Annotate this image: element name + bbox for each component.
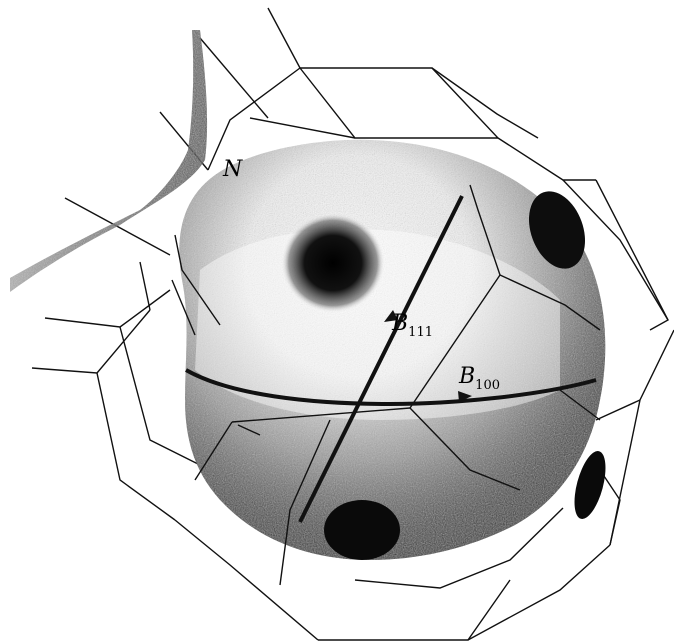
spot-top — [281, 213, 385, 313]
neck-region — [10, 30, 207, 292]
spot-bottom — [324, 500, 400, 560]
label-neck: N — [222, 157, 243, 182]
